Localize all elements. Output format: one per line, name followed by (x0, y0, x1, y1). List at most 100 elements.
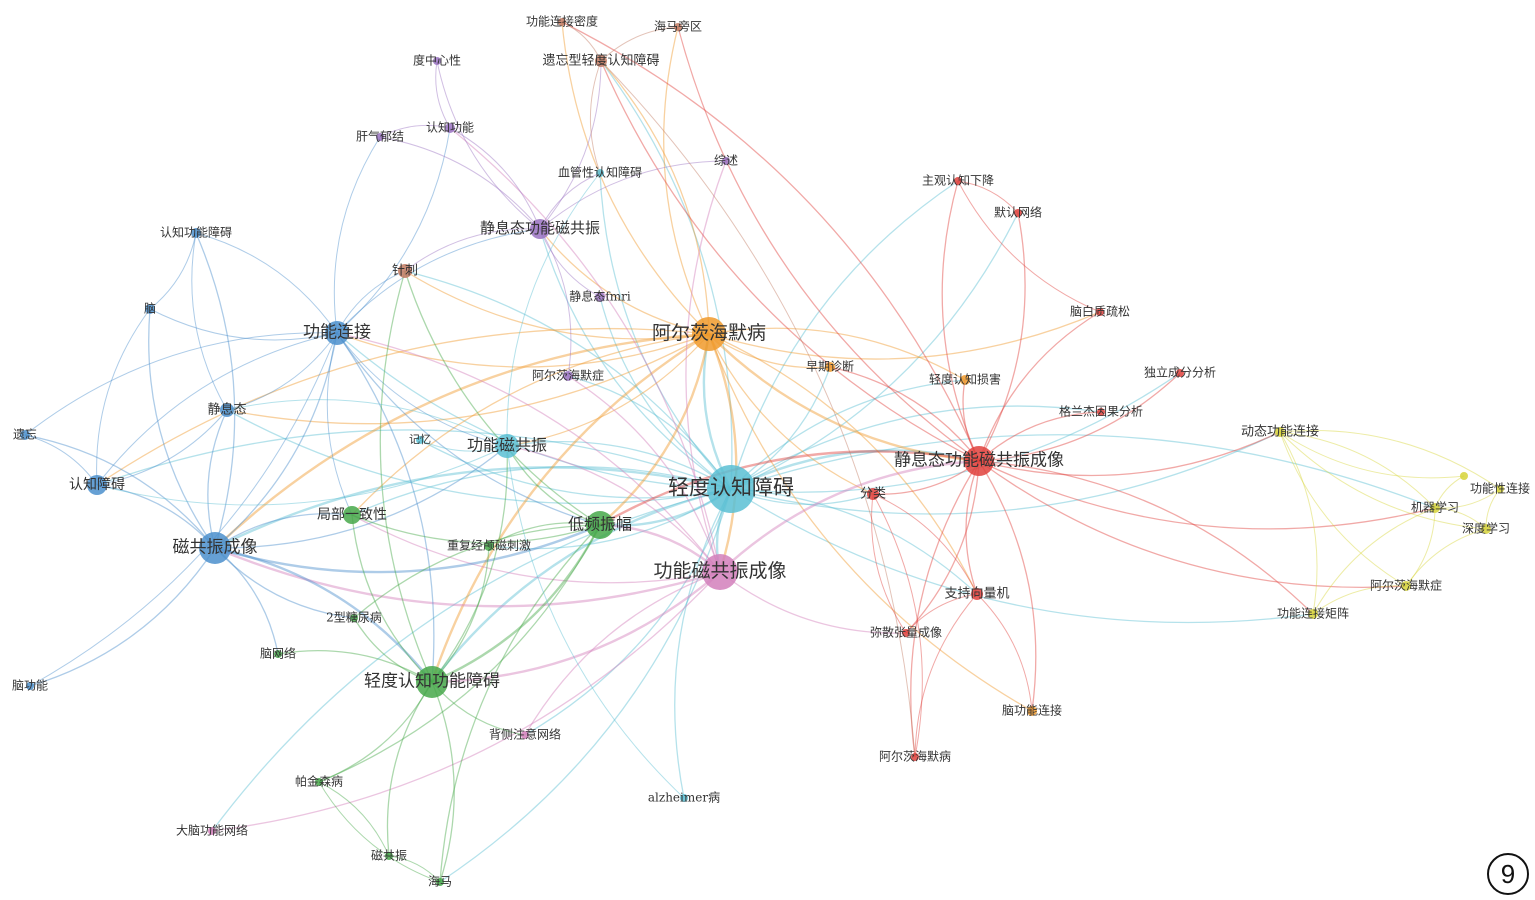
node-ad3[interactable]: 阿尔茨海默症 (1370, 578, 1442, 593)
node-fmri[interactable]: 功能磁共振成像 (653, 554, 787, 590)
node-bnet[interactable]: 脑网络 (260, 646, 296, 661)
node-bfc[interactable]: 脑功能连接 (1002, 703, 1062, 718)
node-dfc[interactable]: 动态功能连接 (1241, 424, 1319, 440)
node-circle[interactable] (1460, 472, 1468, 480)
node-dti[interactable]: 弥散张量成像 (870, 625, 942, 640)
node-circle[interactable] (964, 446, 994, 476)
node-circle[interactable] (530, 219, 550, 239)
node-rsfmri[interactable]: 静息态功能磁共振成像 (894, 446, 1064, 476)
node-cls[interactable]: 分类 (860, 487, 886, 502)
node-rsf[interactable]: 静息态fmri (569, 289, 631, 304)
node-circle[interactable] (558, 18, 566, 26)
node-circle[interactable] (1097, 408, 1105, 416)
node-phg[interactable]: 海马旁区 (654, 19, 702, 34)
node-adz[interactable]: alzheimer病 (648, 790, 720, 805)
node-circle[interactable] (902, 629, 910, 637)
node-circle[interactable] (595, 55, 607, 67)
node-circle[interactable] (1308, 609, 1318, 619)
node-circle[interactable] (315, 778, 323, 786)
node-circle[interactable] (1496, 485, 1504, 493)
node-circle[interactable] (1430, 503, 1440, 513)
node-circle[interactable] (1096, 308, 1104, 316)
node-circle[interactable] (484, 541, 494, 551)
node-circle[interactable] (1401, 581, 1411, 591)
node-circle[interactable] (595, 292, 605, 302)
node-circle[interactable] (20, 430, 30, 440)
node-circle[interactable] (199, 532, 231, 564)
node-circle[interactable] (416, 666, 448, 698)
node-circle[interactable] (87, 475, 107, 495)
node-dl[interactable]: 深度学习 (1462, 521, 1510, 536)
node-alff[interactable]: 低频振幅 (568, 511, 632, 539)
node-circle[interactable] (680, 794, 688, 802)
node-circle[interactable] (674, 23, 682, 31)
node-circle[interactable] (911, 753, 919, 761)
node-circle[interactable] (350, 614, 358, 622)
node-rs[interactable]: 静息态 (207, 402, 246, 418)
node-fcd[interactable]: 功能连接密度 (526, 14, 598, 29)
node-dmn[interactable]: 默认网络 (994, 205, 1042, 220)
node-mcd[interactable]: 轻度认知损害 (929, 372, 1001, 387)
node-reho[interactable]: 局部一致性 (317, 506, 387, 524)
node-circle[interactable] (385, 852, 393, 860)
node-ad[interactable]: 阿尔茨海默病 (652, 317, 766, 351)
node-mr[interactable]: 磁共振 (371, 848, 407, 863)
node-circle[interactable] (191, 228, 201, 238)
node-circle[interactable] (433, 57, 441, 65)
node-vci[interactable]: 血管性认知障碍 (558, 165, 642, 180)
node-mci2[interactable]: 轻度认知功能障碍 (364, 666, 500, 698)
node-circle[interactable] (416, 436, 424, 444)
node-wml[interactable]: 脑白质疏松 (1070, 304, 1130, 319)
node-circle[interactable] (521, 731, 529, 739)
node-circle[interactable] (867, 488, 879, 500)
node-gca[interactable]: 格兰杰因果分析 (1059, 404, 1143, 419)
node-ml[interactable]: 机器学习 (1411, 500, 1459, 515)
node-brain[interactable]: 脑 (144, 302, 156, 316)
node-circle[interactable] (1027, 706, 1037, 716)
node-circle[interactable] (722, 157, 730, 165)
node-fcm[interactable]: 功能连接矩阵 (1277, 606, 1349, 621)
node-y0[interactable] (1460, 472, 1468, 480)
node-circle[interactable] (398, 264, 412, 278)
node-circle[interactable] (954, 177, 962, 185)
node-circle[interactable] (707, 465, 755, 513)
node-mri[interactable]: 磁共振成像 (173, 532, 258, 564)
node-circle[interactable] (702, 554, 738, 590)
node-pd[interactable]: 帕金森病 (295, 774, 343, 789)
node-circle[interactable] (586, 511, 614, 539)
node-circle[interactable] (220, 403, 234, 417)
node-rsfmr[interactable]: 静息态功能磁共振 (480, 219, 600, 239)
node-acu[interactable]: 针刺 (392, 264, 418, 279)
node-cfi[interactable]: 认知功能障碍 (160, 225, 232, 240)
node-circle[interactable] (1275, 427, 1285, 437)
node-early[interactable]: 早期诊断 (806, 359, 854, 374)
node-circle[interactable] (1014, 209, 1022, 217)
node-mem[interactable]: 记忆 (409, 433, 431, 446)
node-circle[interactable] (692, 317, 726, 351)
node-ica[interactable]: 独立成分分析 (1144, 365, 1216, 380)
node-circle[interactable] (343, 506, 361, 524)
node-scd[interactable]: 主观认知下降 (922, 174, 994, 188)
node-svm[interactable]: 支持向量机 (944, 586, 1009, 602)
node-ad2[interactable]: 阿尔茨海默病 (879, 749, 951, 764)
node-circle[interactable] (274, 650, 282, 658)
node-circle[interactable] (825, 362, 835, 372)
node-dan[interactable]: 背侧注意网络 (489, 727, 561, 742)
node-rtms[interactable]: 重复经颅磁刺激 (447, 538, 531, 553)
node-bf[interactable]: 脑功能 (12, 679, 48, 693)
node-hip[interactable]: 海马 (428, 874, 452, 889)
node-forget[interactable]: 遗忘 (13, 427, 37, 442)
node-circle[interactable] (1481, 524, 1491, 534)
node-fcx[interactable]: 功能性连接 (1470, 481, 1530, 496)
node-circle[interactable] (495, 434, 519, 458)
node-amci[interactable]: 遗忘型轻度认知障碍 (542, 53, 659, 69)
node-ad4[interactable]: 阿尔茨海默症 (532, 368, 604, 383)
node-circle[interactable] (960, 375, 970, 385)
node-circle[interactable] (325, 321, 349, 345)
node-circle[interactable] (376, 133, 384, 141)
node-circle[interactable] (26, 682, 34, 690)
node-circle[interactable] (145, 304, 155, 314)
node-fmr[interactable]: 功能磁共振 (467, 434, 547, 458)
node-rev[interactable]: 综述 (714, 154, 738, 168)
node-circle[interactable] (596, 169, 604, 177)
